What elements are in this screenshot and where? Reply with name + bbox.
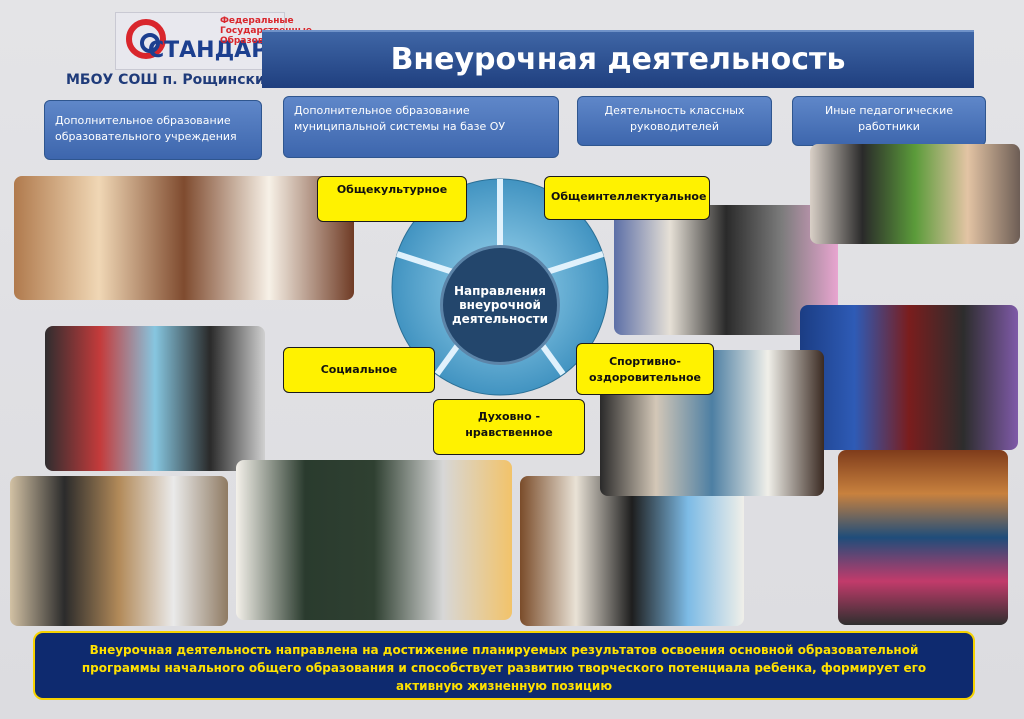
center-label: Направления внеурочной деятельности (451, 284, 549, 326)
top-box-1-text: Дополнительное образование образовательн… (55, 114, 237, 143)
top-box-3: Деятельность классных руководителей (577, 96, 772, 146)
direction-spiritual-moral: Духовно - нравственное (433, 399, 585, 455)
top-box-2-text: Дополнительное образование муниципальной… (294, 104, 506, 133)
fgos-logo: СТАНДАРТЫ Федеральные Государственные Об… (115, 12, 314, 70)
direction-cultural: Общекультурное (317, 176, 467, 222)
page-title: Внеурочная деятельность (390, 42, 846, 77)
direction-intellectual-label: Общеинтеллектуальное (551, 190, 707, 203)
top-box-3-text: Деятельность классных руководителей (604, 104, 745, 133)
logo-line-1: Федеральные (220, 16, 294, 26)
direction-spiritual-moral-label: Духовно - нравственное (465, 410, 553, 439)
top-box-4: Иные педагогические работники (792, 96, 986, 146)
top-box-4-text: Иные педагогические работники (825, 104, 953, 133)
fgos-logo-mark (126, 19, 166, 59)
top-box-2: Дополнительное образование муниципальной… (283, 96, 559, 158)
direction-sport-health-label: Спортивно-оздоровительное (589, 355, 701, 384)
direction-social: Социальное (283, 347, 435, 393)
photo-my-world-board (45, 326, 265, 471)
photo-library (520, 476, 744, 626)
photo-classroom (236, 460, 512, 620)
photo-flowers (810, 144, 1020, 244)
photo-outdoor-group (838, 450, 1008, 625)
direction-intellectual: Общеинтеллектуальное (544, 176, 710, 220)
photo-theatre (14, 176, 354, 300)
photo-gym (800, 305, 1018, 450)
footer-statement: Внеурочная деятельность направлена на до… (33, 631, 975, 700)
direction-cultural-label: Общекультурное (336, 183, 448, 196)
school-name: МБОУ СОШ п. Рощинский (66, 72, 275, 88)
footer-text: Внеурочная деятельность направлена на до… (81, 643, 927, 693)
top-box-1: Дополнительное образование образовательн… (44, 100, 262, 160)
direction-sport-health: Спортивно-оздоровительное (576, 343, 714, 395)
direction-social-label: Социальное (320, 363, 398, 376)
wheel-center: Направления внеурочной деятельности (440, 245, 560, 365)
photo-museum (10, 476, 228, 626)
title-bar: Внеурочная деятельность (262, 30, 974, 88)
